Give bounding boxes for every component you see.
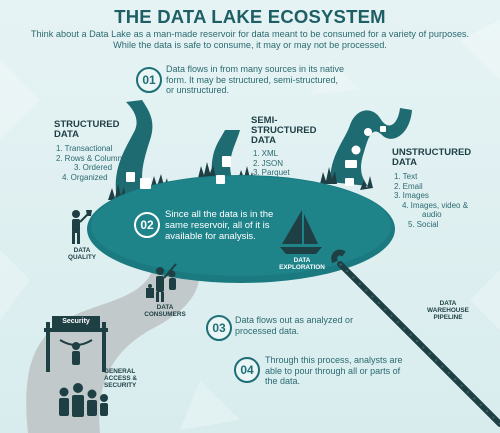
semi-structured-data-section: SEMI-STRUCTURED DATA 1.XML 2.JSON 3.Parq… <box>251 116 341 178</box>
email-icon <box>345 160 357 168</box>
spreadsheet-icon <box>140 178 151 189</box>
source-icons <box>126 126 386 189</box>
people-group-icon <box>59 383 108 417</box>
data-quality-person-icon <box>72 210 92 244</box>
list-item: audio <box>422 210 442 220</box>
step-03-text: Data flows out as analyzed or processed … <box>235 315 354 336</box>
list-item: 4.Images, video & <box>402 200 469 210</box>
list-item: 1.Text <box>394 172 418 181</box>
xml-file-icon <box>216 175 225 184</box>
access-path <box>26 260 200 433</box>
image-icon <box>345 178 354 186</box>
semi-river <box>211 130 240 178</box>
list-item: 3.Ordered <box>74 163 113 173</box>
structured-data-section: STRUCTURED DATA 1.Transactional 2.Rows &… <box>54 120 144 182</box>
step-03-badge: 03 <box>206 315 232 341</box>
list-item: 3.Parquet <box>253 168 290 178</box>
list-item: 4.Organized <box>62 172 108 182</box>
unstructured-data-section: UNSTRUCTURED DATA 1.Text 2.Email 3.Image… <box>392 148 492 230</box>
semi-structured-list: 1.XML 2.JSON 3.Parquet <box>253 149 341 178</box>
social-icon <box>364 128 372 136</box>
list-item: 3.Images <box>394 191 429 201</box>
step-01-badge: 01 <box>136 67 162 93</box>
semi-structured-title-line2: DATA <box>251 135 276 146</box>
structured-data-title: STRUCTURED DATA <box>54 119 120 140</box>
document-icon <box>126 172 135 182</box>
sailboat-icon <box>280 210 322 254</box>
unstructured-list: 1.Text 2.Email 3.Images 4.Images, video … <box>394 172 492 230</box>
json-file-icon <box>222 156 231 167</box>
security-gate-icon <box>44 316 108 372</box>
security-sign-text: Security <box>62 318 90 325</box>
step-04-text: Through this process, analysts are able … <box>265 355 403 386</box>
step-01-text: Data flows in from many sources in its n… <box>166 64 345 95</box>
step-02-badge: 02 <box>134 212 160 238</box>
data-consumers-icon <box>146 263 177 302</box>
unstructured-title-line2: DATA <box>392 157 417 168</box>
page-title: THE DATA LAKE ECOSYSTEM <box>114 6 386 27</box>
list-item: 2.Rows & Columns <box>56 153 127 163</box>
list-item: 2.JSON <box>253 158 284 168</box>
list-item: 5.Social <box>408 219 439 229</box>
video-icon <box>380 126 386 132</box>
background-pattern <box>0 20 500 430</box>
unstructured-title-line1: UNSTRUCTURED <box>392 147 472 158</box>
intro-text: Think about a Data Lake as a man-made re… <box>30 29 470 50</box>
list-item: 1.XML <box>253 149 279 158</box>
structured-river <box>115 100 153 205</box>
music-icon <box>351 145 361 155</box>
step-04-badge: 04 <box>234 357 260 383</box>
warehouse-pipeline <box>331 249 500 427</box>
structured-data-list: 1.Transactional 2.Rows & Columns 3.Order… <box>56 144 144 182</box>
step-02-text: Since all the data is in the same reserv… <box>165 209 274 242</box>
list-item: 2.Email <box>394 181 423 191</box>
semi-structured-title-line1: SEMI-STRUCTURED <box>251 115 317 136</box>
list-item: 1.Transactional <box>56 144 113 153</box>
